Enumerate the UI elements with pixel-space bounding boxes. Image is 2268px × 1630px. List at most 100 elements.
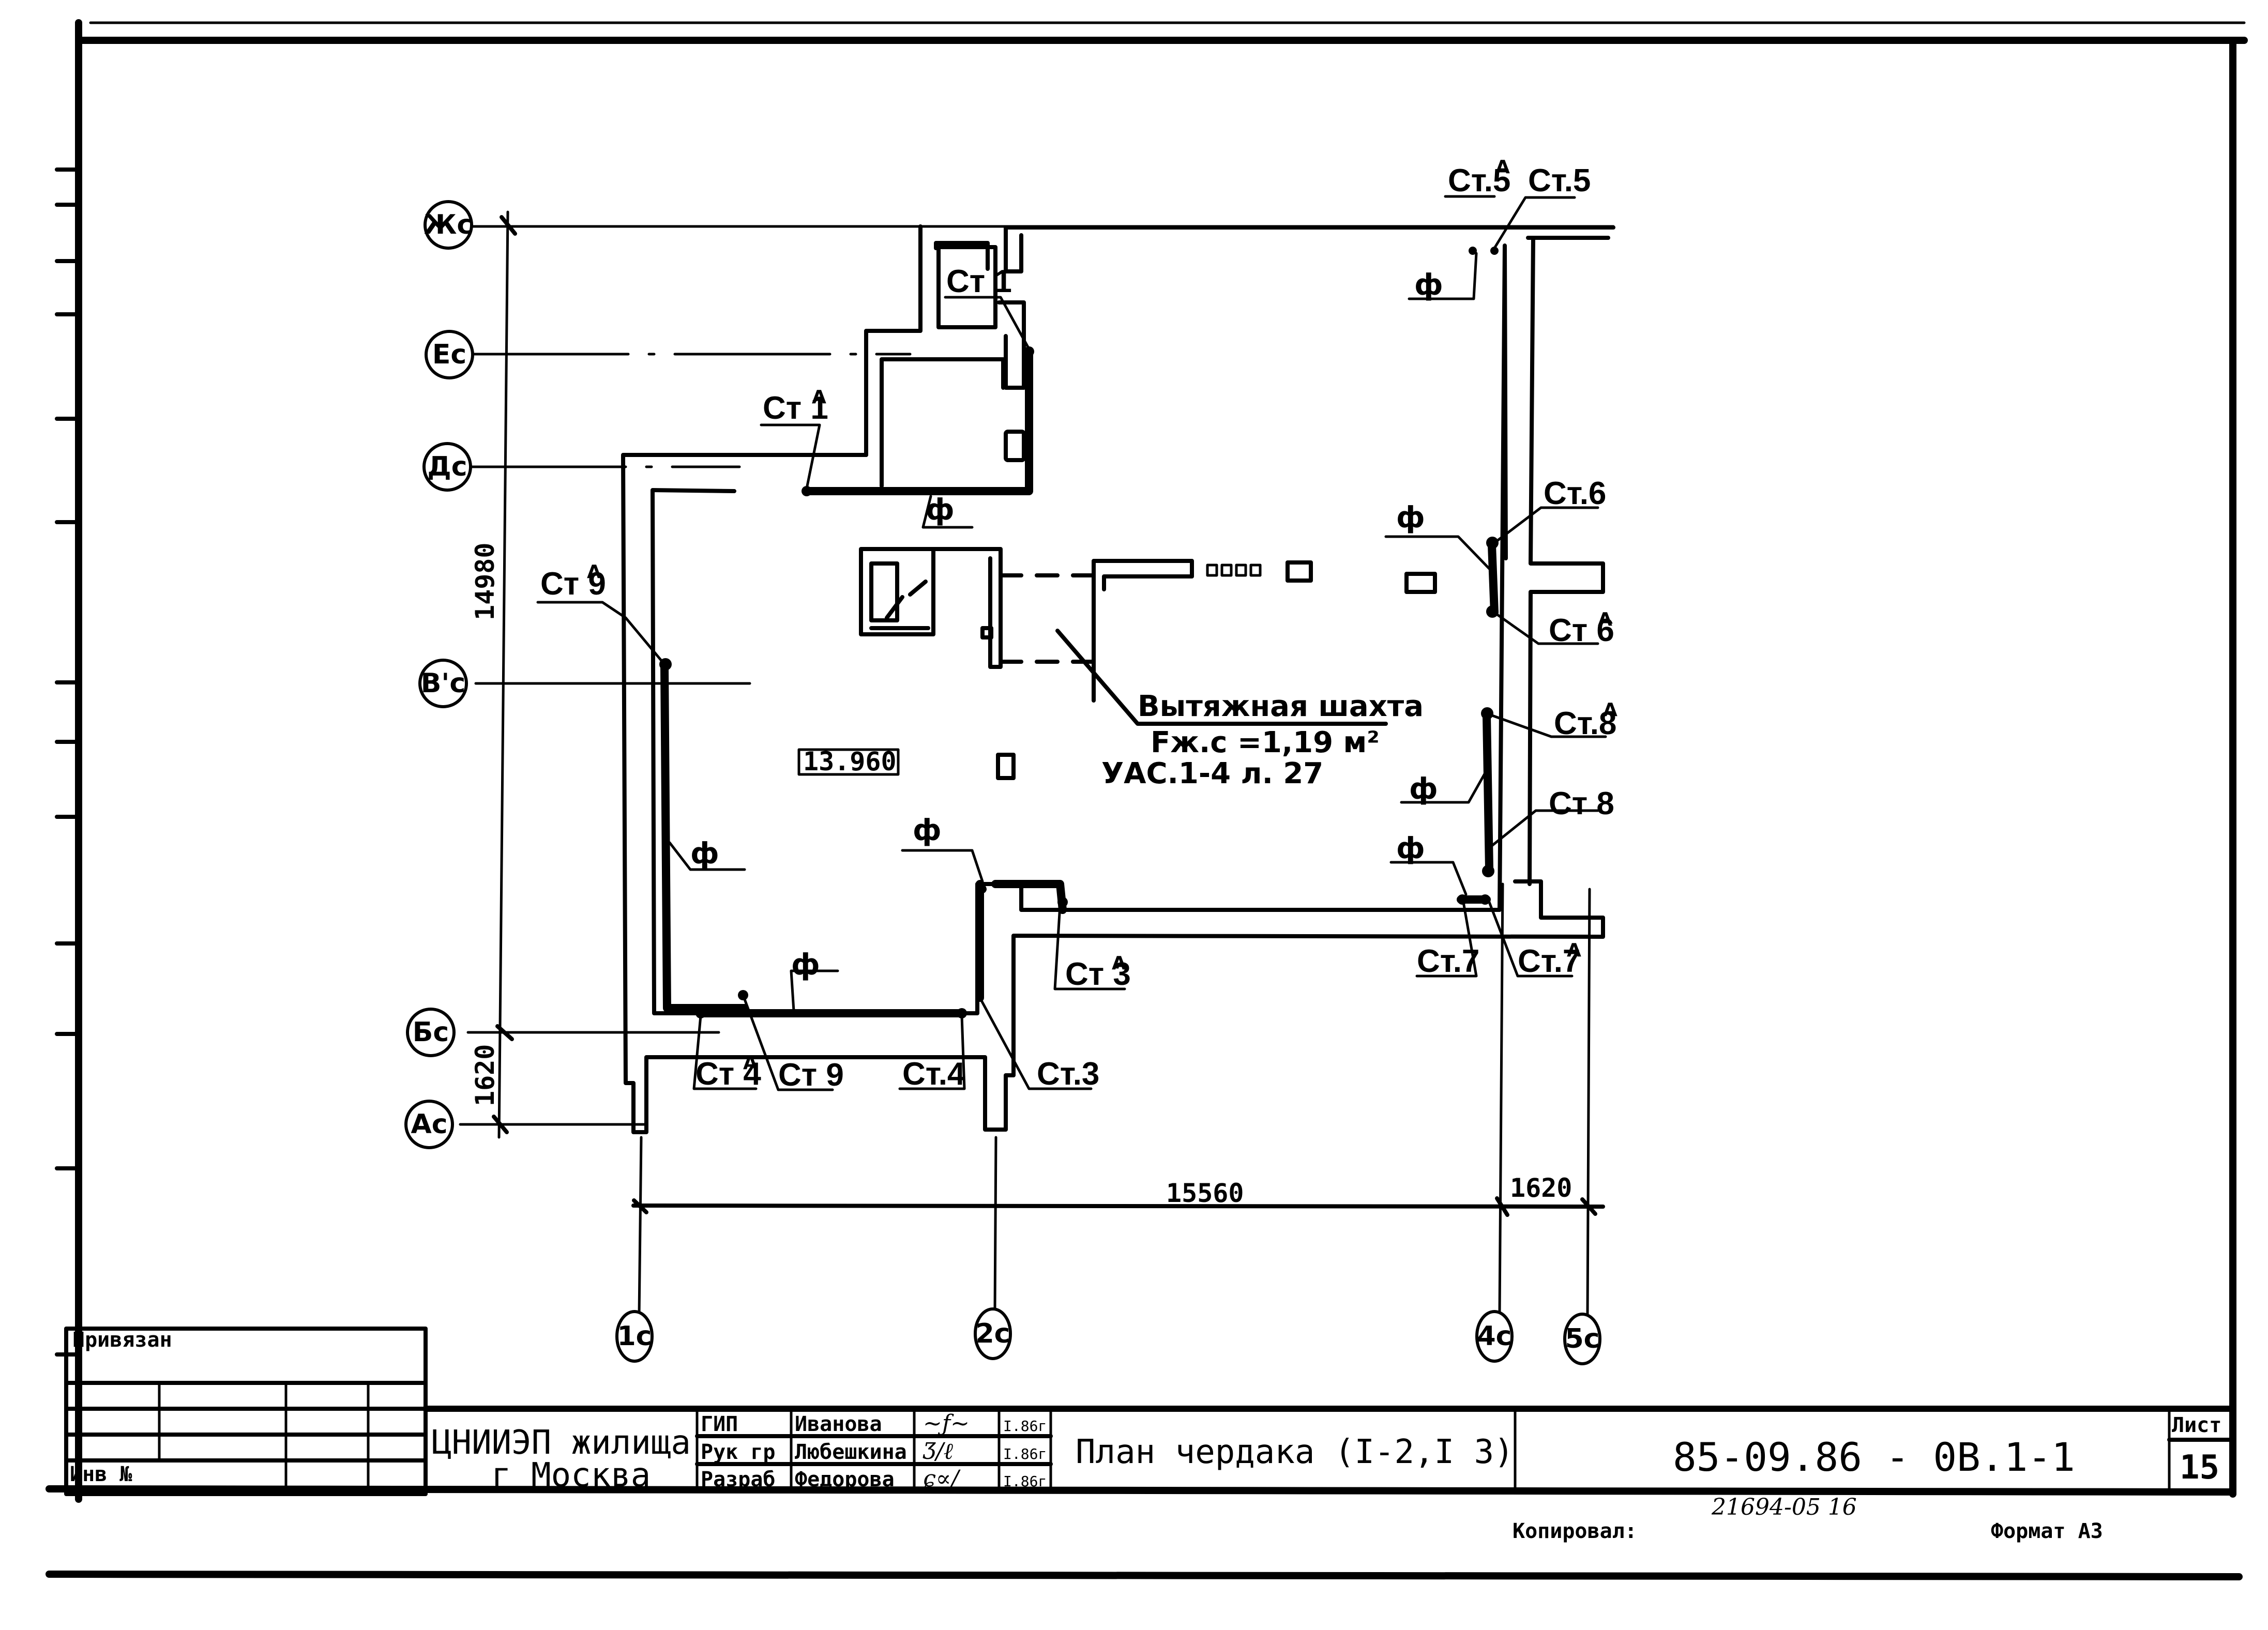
elevation-mark: 13.960 bbox=[803, 747, 897, 776]
wall-segment bbox=[851, 224, 923, 457]
axis-label: 5с bbox=[1565, 1323, 1599, 1354]
sheet-label: Лист bbox=[2172, 1413, 2221, 1437]
riser-label-st9a: Ст 9 А bbox=[536, 561, 666, 666]
axis-marker-row-a: Ас bbox=[404, 1100, 454, 1149]
riser-sup: А bbox=[743, 1053, 758, 1074]
riser-text: Ст.6 bbox=[1544, 476, 1606, 511]
shaft-leader bbox=[1055, 629, 1388, 726]
riser-text: Ст 4 bbox=[695, 1056, 761, 1092]
pipe-st3a bbox=[991, 880, 1067, 914]
staff-signature: ~ƒ~ bbox=[923, 1410, 970, 1437]
riser-label-st1: Ст 1 bbox=[944, 264, 1031, 351]
phi-marker: ф bbox=[1384, 501, 1491, 570]
wall-segment bbox=[804, 348, 1032, 494]
phi-marker: ф bbox=[921, 493, 974, 529]
phi-symbol: ф bbox=[1414, 268, 1443, 302]
phi-marker: ф bbox=[901, 814, 984, 883]
staff-role: Разраб bbox=[701, 1468, 776, 1491]
pipe-st3 bbox=[976, 880, 987, 1002]
dim-label-15560: 15560 bbox=[1166, 1178, 1244, 1208]
pipe-st9 bbox=[660, 663, 749, 1012]
riser-text: Ст.3 bbox=[1037, 1056, 1099, 1092]
exhaust-pipes bbox=[659, 247, 1499, 1018]
riser-labels: Ст 1 Ст 1 А Ст.5 А Ст.5 Ст.6 Ст 6 А bbox=[536, 157, 1617, 1093]
wall-segment bbox=[934, 241, 990, 271]
riser-label-st6: Ст.6 bbox=[1493, 476, 1606, 544]
riser-label-st3: Ст.3 bbox=[978, 996, 1099, 1092]
axis-label: Ес bbox=[432, 339, 466, 370]
phi-marker: ф bbox=[790, 948, 839, 1012]
sheet-title: План чердака (I-2,I 3) bbox=[1076, 1433, 1514, 1471]
riser-label-st5a: Ст.5 А bbox=[1444, 157, 1510, 199]
copy-annotations: Копировал: 21694-05 16 Формат А3 bbox=[1513, 1494, 2103, 1543]
riser-label-st6a: Ст 6 А bbox=[1493, 609, 1614, 648]
staff-signature: Ʒ/ℓ bbox=[923, 1438, 954, 1465]
shaft-note-reference: УАС.1-4 л. 27 bbox=[1101, 757, 1323, 790]
ventilation-shaft bbox=[859, 547, 1437, 780]
dim-label-1620-horizontal: 1620 bbox=[1510, 1173, 1572, 1203]
riser-text: Ст.7 bbox=[1518, 943, 1580, 979]
staff-name: Иванова bbox=[795, 1412, 882, 1436]
axis-marker-col-1: 1с bbox=[615, 1310, 654, 1363]
frame-bottom-border bbox=[46, 1485, 2236, 1496]
format-label: Формат А3 bbox=[1991, 1519, 2103, 1543]
phi-symbol: ф bbox=[690, 837, 719, 871]
organization-city: г Москва bbox=[491, 1456, 651, 1495]
phi-marker: ф bbox=[1400, 769, 1488, 806]
staff-role: Рук гр bbox=[701, 1440, 776, 1464]
axis-line-col-4 bbox=[1498, 882, 1504, 1315]
phi-marker: ф bbox=[668, 837, 746, 871]
copy-number: 21694-05 16 bbox=[1711, 1494, 1857, 1520]
riser-text: Ст.7 bbox=[1417, 943, 1479, 979]
riser-label-st9: Ст 9 bbox=[742, 994, 844, 1093]
pipe-st6 bbox=[1488, 541, 1499, 617]
dimension-labels: 14980 1620 15560 1620 13.960 bbox=[470, 542, 1572, 1208]
axis-line-col-5 bbox=[1586, 888, 1591, 1317]
staff-row: ГИП Иванова ~ƒ~ I.86г bbox=[701, 1410, 1047, 1437]
phi-marker: ф bbox=[1408, 252, 1478, 302]
riser-label-st8: Ст 8 bbox=[1488, 786, 1614, 849]
wall-right-inner bbox=[1503, 246, 1508, 560]
riser-label-st4: Ст.4 bbox=[898, 1014, 966, 1092]
dim-label-1620-vertical: 1620 bbox=[470, 1044, 500, 1106]
staff-name: Любешкина bbox=[795, 1440, 907, 1464]
riser-text: Ст.5 bbox=[1448, 163, 1510, 199]
pipe-st8 bbox=[1483, 712, 1493, 873]
axis-marker-col-4: 4с bbox=[1475, 1310, 1514, 1363]
staff-date: I.86г bbox=[1003, 1473, 1047, 1490]
staff-role: ГИП bbox=[701, 1412, 738, 1436]
riser-label-st1a: Ст 1 А bbox=[760, 387, 828, 490]
shaft-arrow bbox=[885, 580, 928, 620]
phi-symbol: ф bbox=[913, 814, 942, 847]
riser-text: Ст.4 bbox=[902, 1056, 965, 1092]
inv-label: Инв № bbox=[70, 1463, 132, 1486]
riser-shaft-box bbox=[936, 245, 997, 329]
title-block: Привязан Инв № ЦНИИЭП жилища г Москва ГИ… bbox=[64, 1327, 2236, 1496]
document-code: 85-09.86 - 0В.1-1 bbox=[1673, 1434, 2075, 1480]
axis-label: В'с bbox=[421, 668, 465, 699]
shaft-note: Вытяжная шахта Fж.с =1,19 м² УАС.1-4 л. … bbox=[1055, 629, 1424, 790]
axis-marker-col-5: 5с bbox=[1563, 1313, 1601, 1365]
axis-label: 1с bbox=[617, 1321, 652, 1352]
shaft-duct bbox=[1092, 559, 1194, 703]
axis-label: 4с bbox=[1477, 1321, 1511, 1352]
riser-label-st7: Ст.7 bbox=[1415, 901, 1479, 979]
riser-sup: А bbox=[1598, 609, 1612, 630]
wall-segment bbox=[997, 300, 1026, 390]
riser-label-st7a: Ст.7 А bbox=[1488, 901, 1581, 979]
phi-symbol: ф bbox=[791, 948, 820, 982]
riser-text: Ст.5 bbox=[1528, 163, 1591, 199]
dim-line-horizontal bbox=[631, 1204, 1605, 1209]
phi-marker: ф bbox=[1389, 832, 1468, 896]
staff-date: I.86г bbox=[1003, 1418, 1047, 1435]
riser-label-st3a: Ст 3 А bbox=[1053, 903, 1131, 992]
riser-label-st5: Ст.5 bbox=[1493, 163, 1591, 250]
elevation-box bbox=[797, 748, 900, 776]
vent-opening bbox=[996, 753, 1016, 780]
bound-label: Привязан bbox=[72, 1328, 172, 1352]
axis-label: Дс bbox=[427, 451, 467, 482]
riser-sup: А bbox=[1495, 157, 1510, 178]
riser-sup: А bbox=[1567, 940, 1581, 961]
riser-text: Ст 3 bbox=[1065, 956, 1131, 992]
